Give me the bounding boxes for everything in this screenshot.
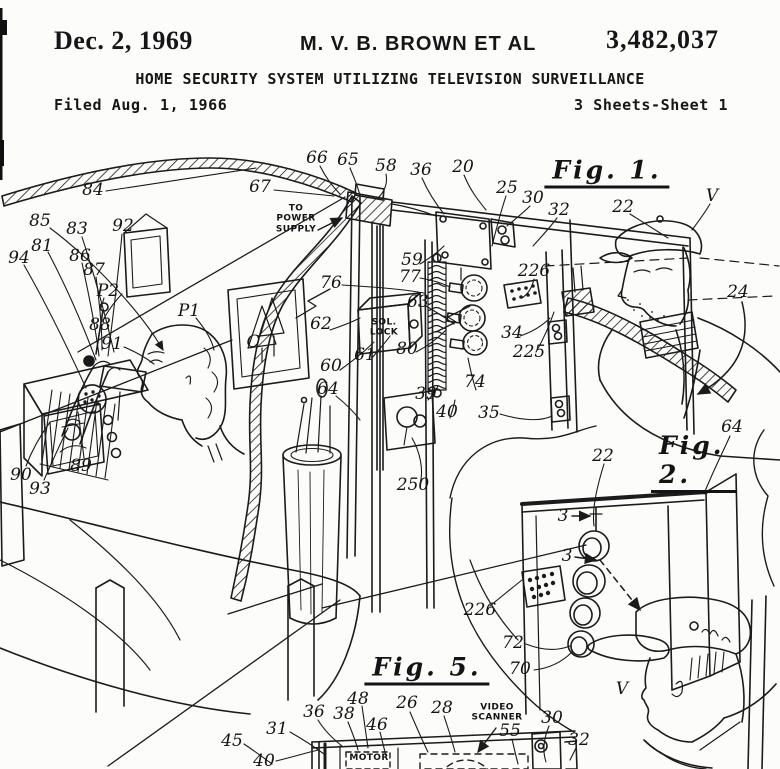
intruder-figure [561, 215, 780, 461]
fig2-door-inset [448, 425, 775, 733]
inventor-name: M. V. B. BROWN ET AL [300, 33, 537, 55]
sheet-number: 3 Sheets-Sheet 1 [574, 96, 729, 114]
door-assembly [227, 183, 695, 615]
issue-date: Dec. 2, 1969 [54, 26, 193, 55]
sight-lines [544, 257, 780, 395]
ceiling-cable [1, 157, 362, 602]
viewer-figure [587, 595, 777, 769]
woman-figure [61, 324, 245, 463]
solenoid-lock [357, 225, 423, 471]
doorbell [383, 390, 436, 451]
patent-number: 3,482,037 [606, 25, 719, 54]
picture-frames [123, 213, 310, 390]
patent-title: HOME SECURITY SYSTEM UTILIZING TELEVISIO… [135, 70, 645, 88]
bed [0, 423, 361, 767]
umbrella-stand [282, 378, 342, 625]
bedside-console [23, 302, 149, 481]
leader-lines [23, 165, 731, 765]
wall-lines [0, 196, 471, 433]
filed-date: Filed Aug. 1, 1966 [54, 96, 228, 114]
scan-artifacts [0, 8, 7, 180]
camera-unit [391, 203, 516, 270]
fig5-scanner-assembly [311, 730, 578, 769]
chain-lock [427, 253, 542, 398]
